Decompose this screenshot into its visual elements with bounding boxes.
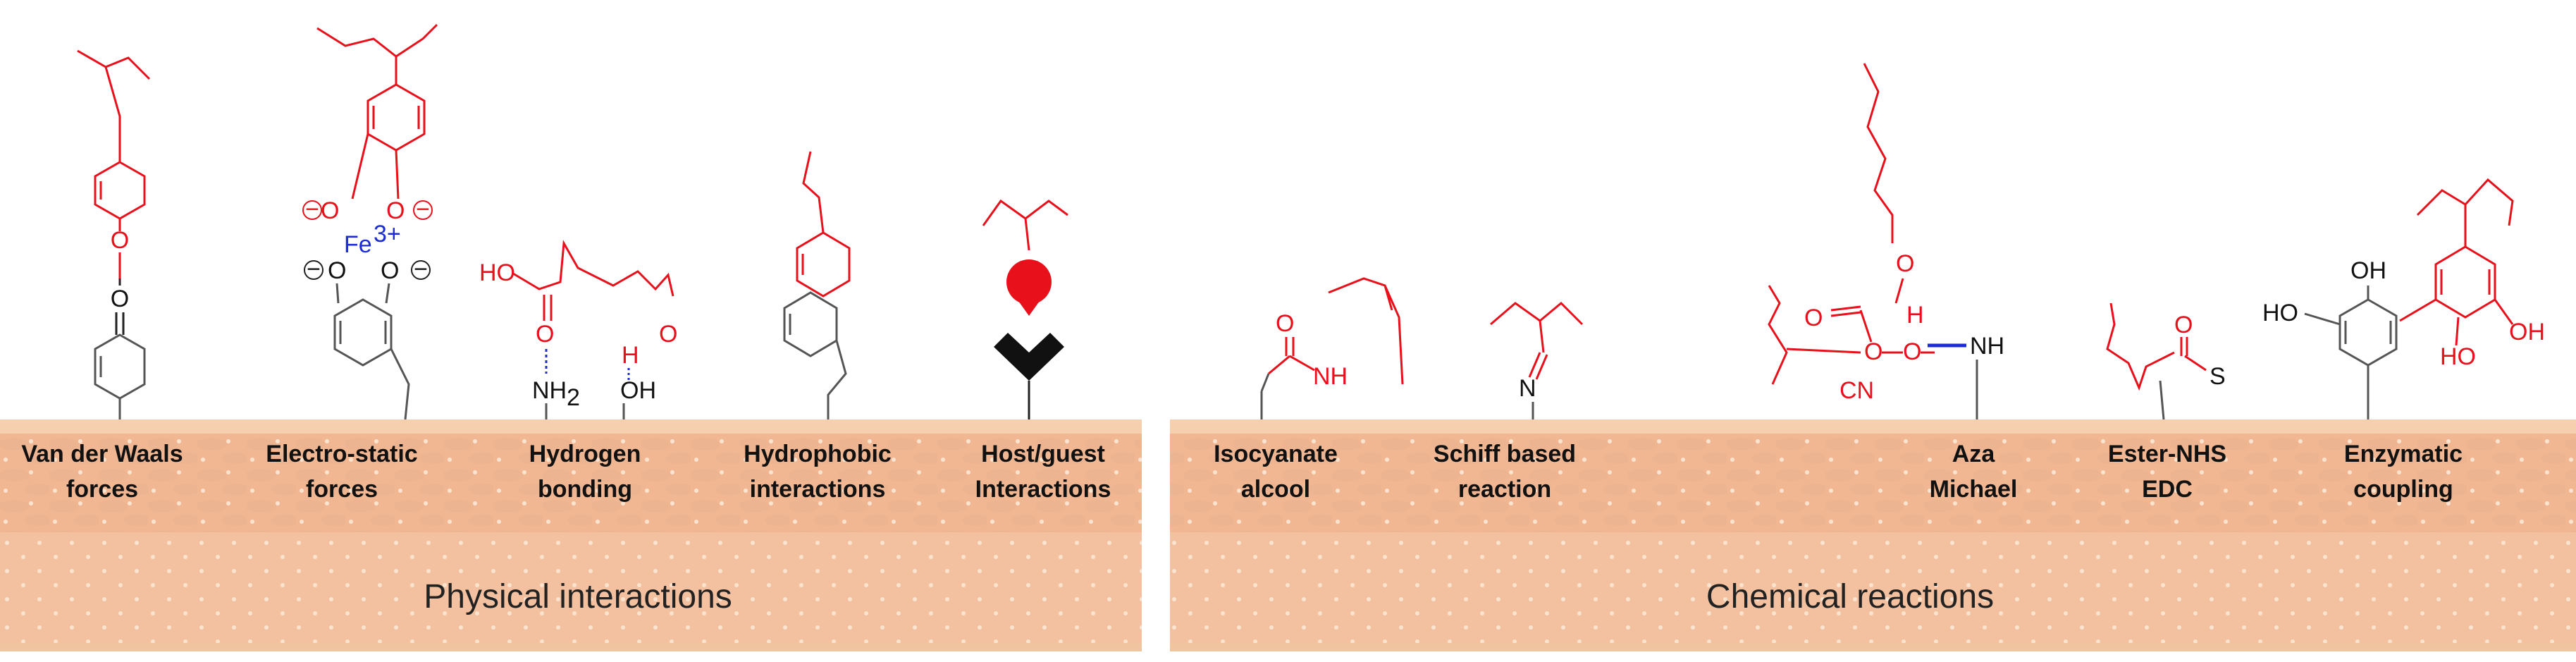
skin-left: [0, 419, 1142, 651]
svg-text:N: N: [1519, 375, 1536, 402]
svg-text:O: O: [111, 227, 129, 254]
svg-text:Schiff based: Schiff based: [1434, 441, 1576, 467]
svg-text:Host/guest: Host/guest: [981, 441, 1105, 467]
label-isocyanate: Isocyanate alcool: [1214, 441, 1338, 503]
svg-text:H: H: [1906, 302, 1924, 329]
svg-text:O: O: [2174, 312, 2193, 338]
molecule-hydrophobic: [783, 151, 851, 419]
molecule-schiff: N: [1490, 301, 1584, 419]
skin-right: [1170, 419, 2576, 651]
section-title-chemical: Chemical reactions: [1706, 578, 1994, 615]
svg-text:−: −: [307, 256, 321, 283]
svg-text:O: O: [1903, 338, 1921, 365]
svg-text:Ester-NHS: Ester-NHS: [2108, 441, 2226, 467]
svg-text:NH: NH: [532, 377, 567, 404]
svg-text:−: −: [414, 256, 428, 283]
molecule-ester-nhs: O S: [2106, 302, 2226, 420]
svg-text:coupling: coupling: [2353, 476, 2453, 503]
label-hydrophobic: Hydrophobic interactions: [744, 441, 892, 503]
molecule-electrostatic: O O − − Fe 3+ − O O −: [302, 23, 438, 420]
svg-text:forces: forces: [306, 476, 378, 503]
svg-text:Hydrophobic: Hydrophobic: [744, 441, 892, 467]
label-enzymatic: Enzymatic coupling: [2344, 441, 2463, 503]
svg-text:O: O: [1864, 338, 1882, 365]
molecule-aza-michael: O O O O H CN NH: [1768, 63, 2004, 419]
svg-text:Interactions: Interactions: [975, 476, 1111, 503]
svg-text:O: O: [1896, 250, 1914, 277]
svg-text:HO: HO: [2440, 343, 2476, 370]
label-electrostatic: Electro-static forces: [266, 441, 417, 503]
svg-text:OH: OH: [2509, 319, 2545, 345]
svg-text:EDC: EDC: [2142, 476, 2193, 503]
molecule-hydrogen-bonding: HO O O NH 2 H OH: [479, 240, 677, 419]
svg-text:HO: HO: [479, 259, 515, 286]
svg-text:HO: HO: [2262, 300, 2298, 326]
svg-text:O: O: [111, 286, 129, 312]
label-ester-nhs: Ester-NHS EDC: [2108, 441, 2226, 503]
svg-text:O: O: [321, 197, 339, 224]
svg-text:NH: NH: [1970, 333, 2004, 360]
svg-text:bonding: bonding: [538, 476, 632, 503]
svg-text:Isocyanate: Isocyanate: [1214, 441, 1338, 467]
svg-text:O: O: [536, 321, 554, 348]
svg-text:NH: NH: [1313, 363, 1348, 390]
svg-text:forces: forces: [66, 476, 138, 503]
svg-text:Aza: Aza: [1952, 441, 1996, 467]
molecule-van-der-waals: O O: [77, 49, 151, 419]
svg-text:Van der Waals: Van der Waals: [21, 441, 183, 467]
svg-text:−: −: [305, 196, 319, 223]
svg-text:O: O: [386, 197, 405, 224]
svg-text:O: O: [381, 257, 399, 284]
molecule-isocyanate: O NH: [1260, 277, 1404, 419]
svg-text:alcool: alcool: [1241, 476, 1310, 503]
label-host-guest: Host/guest Interactions: [975, 441, 1111, 503]
svg-text:OH: OH: [620, 377, 656, 404]
svg-text:O: O: [1804, 305, 1823, 331]
section-title-physical: Physical interactions: [424, 578, 732, 615]
svg-text:O: O: [659, 321, 677, 348]
svg-text:Hydrogen: Hydrogen: [529, 441, 641, 467]
label-aza-michael: Aza Michael: [1930, 441, 2018, 503]
svg-text:O: O: [1276, 310, 1294, 337]
svg-text:S: S: [2210, 363, 2226, 390]
svg-text:Michael: Michael: [1930, 476, 2018, 503]
svg-text:Fe: Fe: [344, 231, 372, 258]
svg-text:Electro-static: Electro-static: [266, 441, 417, 467]
svg-text:reaction: reaction: [1458, 476, 1551, 503]
label-hydrogen-bonding: Hydrogen bonding: [529, 441, 641, 503]
svg-text:O: O: [328, 257, 346, 284]
svg-text:H: H: [622, 342, 639, 369]
svg-text:3+: 3+: [374, 221, 401, 247]
label-schiff: Schiff based reaction: [1434, 441, 1576, 503]
label-van-der-waals: Van der Waals forces: [21, 441, 183, 503]
svg-text:−: −: [416, 196, 430, 223]
molecule-host-guest: [982, 199, 1068, 419]
svg-text:CN: CN: [1839, 377, 1874, 404]
svg-text:OH: OH: [2350, 257, 2386, 284]
svg-text:2: 2: [567, 384, 580, 411]
molecule-enzymatic: OH HO OH HO: [2262, 178, 2545, 419]
svg-text:Enzymatic: Enzymatic: [2344, 441, 2463, 467]
svg-text:interactions: interactions: [750, 476, 886, 503]
